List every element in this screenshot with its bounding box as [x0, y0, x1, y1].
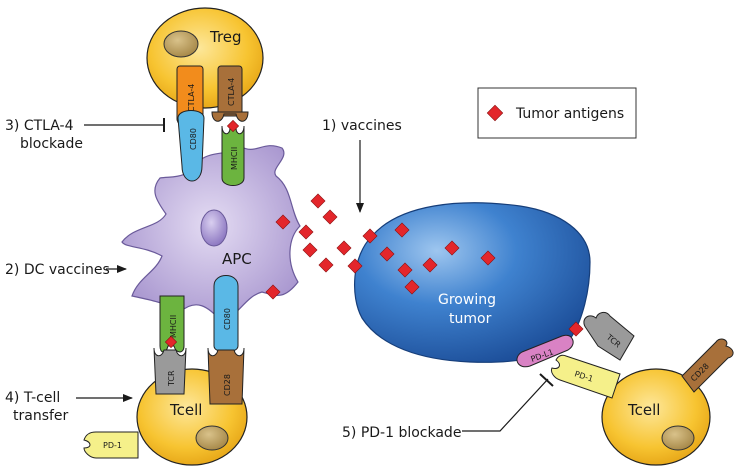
cd80-receptor-lower: CD80 — [213, 275, 239, 353]
antigen-20 — [568, 321, 584, 337]
dc-vaccines-label: 2) DC vaccines — [5, 262, 110, 278]
cd80-lower-label: CD80 — [223, 308, 232, 330]
mhcii-lower-label: MHCII — [169, 315, 178, 338]
apc-label: APC — [222, 250, 252, 268]
pd1-left-label: PD-1 — [103, 441, 122, 450]
pd1-blockade-bar — [539, 373, 554, 387]
cd28-receptor-left: CD28 — [207, 347, 245, 405]
antigen-1 — [226, 119, 240, 133]
tcell-left-label: Tcell — [169, 401, 202, 419]
ctla4-blockade-label-line2: blockade — [20, 136, 83, 152]
antigen-6 — [322, 209, 338, 225]
antigen-14 — [379, 246, 395, 262]
treg-cell: Treg — [146, 7, 264, 109]
ctla4-blockade-label-line1: 3) CTLA-4 — [5, 118, 74, 134]
antigen-17 — [444, 240, 460, 256]
tcell-right-label: Tcell — [627, 401, 660, 419]
ctla4-brown-label: CTLA-4 — [227, 78, 236, 106]
ctla4-receptor-brown: CTLA-4 — [211, 65, 249, 122]
pd1-blockade-line — [462, 378, 549, 432]
antigen-10 — [336, 240, 352, 256]
antigen-4 — [310, 193, 326, 209]
cd80-receptor-upper: CD80 — [177, 110, 205, 182]
tumor-cell: Growing tumor — [353, 202, 591, 363]
antigen-2 — [164, 335, 178, 349]
cd28-left-label: CD28 — [223, 374, 232, 396]
vaccines-label: 1) vaccines — [322, 118, 402, 134]
antigen-18 — [480, 250, 496, 266]
legend-box — [477, 87, 637, 139]
pd1-blockade-label: 5) PD-1 blockade — [342, 425, 461, 441]
mhcii-upper-label: MHCII — [230, 147, 239, 170]
antigen-12 — [347, 258, 363, 274]
tcr-left-label: TCR — [167, 370, 176, 387]
tumor-label-line1: Growing — [438, 292, 496, 308]
ctla4-orange-label: CTLA-4 — [187, 84, 196, 112]
tumor-antigens — [164, 119, 584, 349]
antigen-8 — [362, 228, 378, 244]
legend-antigen-icon — [486, 104, 504, 122]
legend-text: Tumor antigens — [515, 106, 624, 122]
legend: Tumor antigens — [477, 87, 637, 139]
treg-label: Treg — [209, 28, 242, 46]
tcr-receptor-right: TCR — [583, 311, 635, 361]
antigen-13 — [394, 222, 410, 238]
annotations: 3) CTLA-4 blockade 1) vaccines 2) DC vac… — [5, 118, 554, 441]
tcell-right-nucleus — [661, 425, 695, 451]
antigen-3 — [265, 284, 281, 300]
mhcii-receptor-lower: MHCII — [159, 295, 185, 353]
pd1-receptor-left: PD-1 — [83, 431, 139, 459]
tcell-transfer-label-line2: transfer — [13, 408, 69, 424]
antigen-11 — [318, 257, 334, 273]
apc-nucleus — [200, 209, 228, 247]
cd28-receptor-right: CD28 — [681, 338, 734, 393]
antigen-9 — [302, 242, 318, 258]
cd80-upper-label: CD80 — [189, 128, 198, 150]
antigen-16 — [422, 257, 438, 273]
tcr-receptor-left: TCR — [153, 347, 187, 395]
antigen-7 — [298, 224, 314, 240]
pd1-receptor-right: PD-1 — [551, 354, 621, 399]
tumor-label-line2: tumor — [449, 311, 492, 327]
antigen-15 — [397, 262, 413, 278]
antigen-19 — [404, 279, 420, 295]
tcell-right: Tcell — [601, 368, 711, 466]
mhcii-receptor-upper: MHCII — [221, 125, 245, 186]
antigen-5 — [275, 214, 291, 230]
tcell-transfer-label-line1: 4) T-cell — [5, 390, 60, 406]
tcell-left-nucleus — [195, 425, 229, 451]
treg-nucleus — [163, 30, 199, 58]
